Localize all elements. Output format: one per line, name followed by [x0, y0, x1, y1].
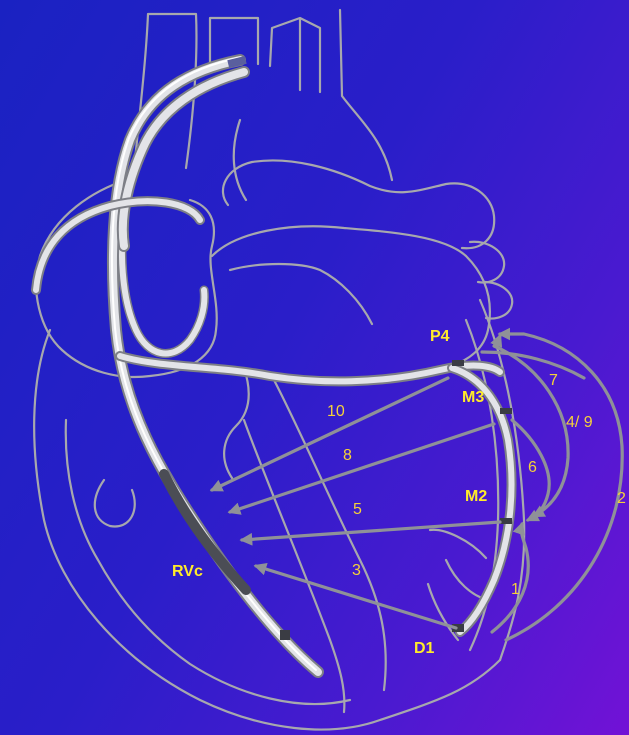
rv-tip-electrode [280, 630, 290, 640]
pacing-leads [36, 56, 512, 672]
label-m2: M2 [465, 488, 487, 505]
label-vector-4-9: 4/ 9 [566, 414, 593, 431]
vector-5-arrow [242, 522, 500, 540]
label-vector-6: 6 [528, 459, 537, 476]
m3-electrode [500, 408, 512, 414]
great-vessels-outline [223, 160, 494, 248]
papillary-outline [95, 480, 488, 640]
label-vector-7: 7 [549, 372, 558, 389]
vector-8-arrow [230, 424, 494, 512]
label-vector-10: 10 [327, 403, 345, 420]
label-m3: M3 [462, 389, 484, 406]
label-d1: D1 [414, 640, 435, 657]
m2-electrode [500, 518, 512, 524]
label-vector-3: 3 [352, 562, 361, 579]
label-vector-5: 5 [353, 501, 362, 518]
vector-10-arrow [212, 378, 448, 490]
left-atrium-outline [212, 226, 490, 366]
aorta-outline [210, 10, 392, 200]
pulmonary-veins-outline [470, 242, 512, 319]
label-rvc: RVc [172, 563, 203, 580]
label-vector-8: 8 [343, 447, 352, 464]
label-p4: P4 [430, 328, 450, 345]
p4-electrode [452, 360, 464, 366]
vector-7-arrow [496, 336, 500, 346]
label-vector-2: 2 [617, 490, 626, 507]
label-vector-1: 1 [511, 581, 520, 598]
